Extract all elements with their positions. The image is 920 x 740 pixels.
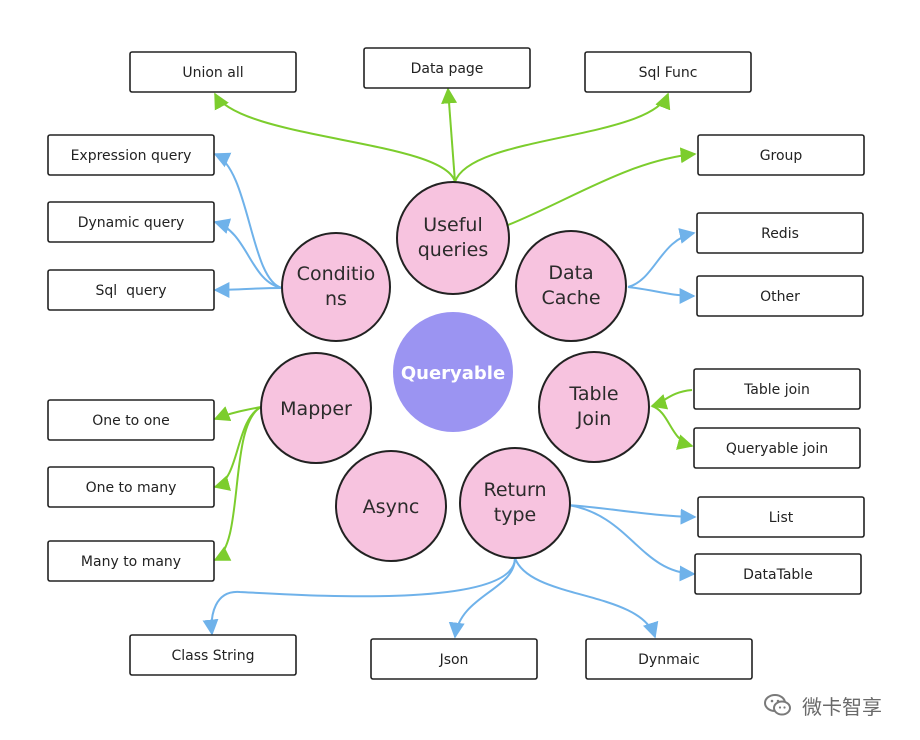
connector-conditions-sql	[213, 281, 283, 298]
connector-mapper-manytomany	[213, 406, 262, 561]
connector-cache-redis	[627, 228, 696, 288]
svg-text:Useful: Useful	[423, 214, 483, 236]
svg-text:Table join: Table join	[743, 382, 810, 398]
leaf-redis: Redis	[696, 212, 864, 254]
svg-text:Group: Group	[760, 148, 803, 164]
wechat-icon	[764, 694, 791, 716]
svg-text:Dynmaic: Dynmaic	[638, 652, 700, 668]
svg-text:Queryable: Queryable	[401, 363, 505, 384]
leaf-union-all: Union all	[129, 51, 297, 93]
svg-text:Class String: Class String	[171, 648, 254, 664]
leaf-dynamic-query: Dynamic query	[47, 201, 215, 243]
connector-conditions-dynamic	[213, 218, 283, 289]
leaf-data-page: Data page	[363, 47, 531, 89]
svg-text:Sql Func: Sql Func	[639, 65, 698, 81]
connector-useful-datapage	[441, 87, 458, 183]
node-async: Async	[335, 450, 447, 562]
watermark: 微卡智享	[762, 688, 882, 722]
node-table-join: Table Join	[538, 351, 650, 463]
svg-text:Queryable join: Queryable join	[726, 441, 828, 457]
leaf-list: List	[697, 496, 865, 538]
connector-return-list	[567, 504, 697, 525]
svg-text:Expression query: Expression query	[71, 148, 192, 164]
svg-text:One to one: One to one	[92, 413, 170, 429]
svg-text:Dynamic query: Dynamic query	[78, 215, 185, 231]
leaf-sql-func: Sql Func	[584, 51, 752, 93]
leaf-json: Json	[370, 638, 538, 680]
svg-text:Cache: Cache	[541, 287, 600, 309]
connector-mapper-onetoone	[213, 406, 262, 422]
leaf-dynmaic: Dynmaic	[585, 638, 753, 680]
connector-conditions-expression	[213, 152, 283, 289]
connector-cache-other	[627, 286, 696, 304]
svg-text:Conditio: Conditio	[297, 263, 376, 285]
connector-useful-union	[214, 92, 456, 183]
connector-tablejoin-queryablejoin	[651, 405, 694, 450]
svg-text:Table: Table	[568, 383, 618, 405]
connector-return-datatable	[567, 504, 696, 582]
leaf-one-to-many: One to many	[47, 466, 215, 508]
connector-return-classstring	[202, 557, 516, 636]
svg-text:Redis: Redis	[761, 226, 799, 242]
svg-text:Join: Join	[576, 408, 612, 430]
leaf-other: Other	[696, 275, 864, 317]
leaf-class-string: Class String	[129, 634, 297, 676]
leaf-many-to-many: Many to many	[47, 540, 215, 582]
svg-text:Data: Data	[548, 262, 593, 284]
svg-text:ns: ns	[325, 288, 347, 310]
node-data-cache: Data Cache	[515, 230, 627, 342]
svg-text:Other: Other	[760, 289, 800, 305]
leaf-datatable: DataTable	[694, 553, 862, 595]
svg-text:Many to many: Many to many	[81, 554, 181, 570]
leaf-queryable-join: Queryable join	[693, 427, 861, 469]
connector-useful-sqlfunc	[454, 92, 671, 183]
connector-return-dynmaic	[514, 557, 659, 639]
node-useful-queries: Useful queries	[396, 181, 510, 295]
svg-text:One to many: One to many	[86, 480, 177, 496]
svg-text:Data page: Data page	[411, 61, 484, 77]
connector-tablejoin-tablejoin	[650, 389, 693, 410]
leaf-sql-query: Sql query	[47, 269, 215, 311]
center-node: Queryable	[393, 312, 513, 432]
leaf-expression-query: Expression query	[47, 134, 215, 176]
svg-text:List: List	[769, 510, 794, 526]
node-conditions: Conditio ns	[281, 232, 391, 342]
svg-text:Sql query: Sql query	[96, 283, 167, 299]
svg-text:queries: queries	[418, 239, 488, 261]
svg-text:Union all: Union all	[182, 65, 243, 81]
node-return-type: Return type	[459, 447, 571, 559]
leaf-one-to-one: One to one	[47, 399, 215, 441]
svg-text:DataTable: DataTable	[743, 567, 813, 583]
leaf-group: Group	[697, 134, 865, 176]
connector-useful-group	[507, 147, 697, 226]
leaf-table-join: Table join	[693, 368, 861, 410]
svg-text:Mapper: Mapper	[280, 398, 352, 420]
svg-text:Return: Return	[483, 479, 546, 501]
svg-text:Json: Json	[439, 652, 469, 668]
node-mapper: Mapper	[260, 352, 372, 464]
connector-return-json	[448, 557, 516, 639]
watermark-text: 微卡智享	[802, 694, 882, 719]
svg-text:Async: Async	[363, 496, 420, 518]
svg-text:type: type	[494, 504, 536, 526]
